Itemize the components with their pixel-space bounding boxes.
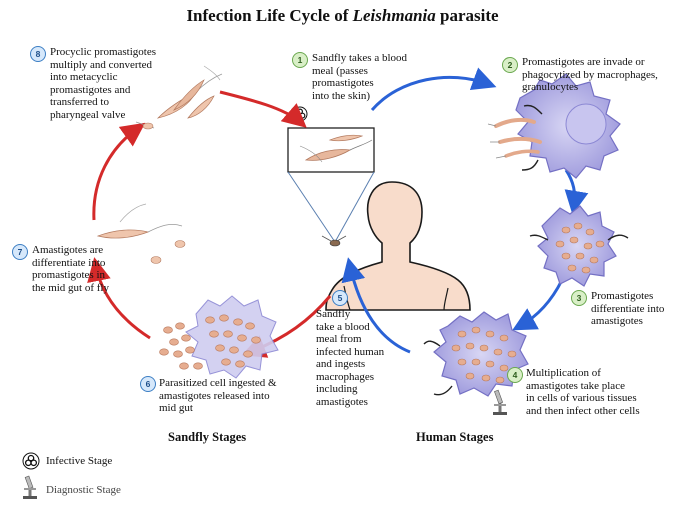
parasitized-cell-ingested: [159, 295, 279, 379]
procyclic-promastigotes: [135, 65, 223, 130]
microscope-icon: [493, 389, 507, 415]
step-5-line: meal from: [316, 333, 362, 345]
human-silhouette: [325, 181, 471, 311]
step-2-line: phagocytized by macrophages,: [522, 68, 658, 81]
step-8-line: Procyclic promastigotes: [50, 46, 157, 58]
step-3-badge: 3: [571, 290, 587, 306]
step-2-line: granulocytes: [522, 81, 579, 93]
step-5-text: Sandfly take a blood meal from infected …: [316, 308, 411, 408]
human-stage-arrows: [341, 67, 589, 354]
step-2-text: Promastigotes are invade or phagocytized…: [522, 56, 682, 94]
step-8-line: transferred to: [50, 96, 109, 108]
differentiating-promastigotes: [96, 203, 186, 264]
step-7-line: differentiate into: [32, 256, 106, 269]
bite-site-inset: [287, 127, 375, 247]
step-7-text: Amastigotes are differentiate into proma…: [32, 244, 142, 294]
step-4-text: Multiplication of amastigotes take place…: [526, 367, 681, 417]
step-3-line: Promastigotes: [591, 290, 654, 302]
step-8-line: pharyngeal valve: [50, 108, 126, 121]
step-3-line: amastigotes: [591, 315, 643, 327]
diagram-title: Infection Life Cycle of Leishmania paras…: [0, 6, 685, 26]
step-1-line: meal (passes: [312, 64, 368, 77]
step-7-line: promastigotes in: [32, 269, 106, 281]
step-8-badge: 8: [30, 46, 46, 62]
human-stages-label: Human Stages: [416, 430, 494, 444]
step-5-line: take a blood: [316, 320, 370, 333]
infected-macrophage: [529, 205, 629, 287]
step-5-line: amastigotes: [316, 395, 368, 408]
step-8-text: Procyclic promastigotes multiply and con…: [50, 46, 180, 121]
title-suffix: parasite: [435, 6, 499, 25]
step-1-line: Sandfly takes a blood: [312, 52, 408, 64]
sandfly-stages-label: Sandfly Stages: [168, 430, 247, 444]
step-1-badge: 1: [292, 52, 308, 68]
step-8-line: into metacyclic: [50, 71, 118, 83]
step-1-line: promastigotes: [312, 77, 374, 89]
step-5-line: macrophages: [316, 370, 375, 383]
step-6-text: Parasitized cell ingested & amastigotes …: [159, 377, 309, 415]
legend-biohazard-icon: [22, 452, 40, 470]
step-6-badge: 6: [140, 376, 156, 392]
step-4-badge: 4: [507, 367, 523, 383]
multiplying-infected-cells: [423, 311, 529, 397]
title-prefix: Infection Life Cycle of: [186, 6, 353, 25]
legend-infective-label: Infective Stage: [46, 455, 113, 467]
macrophage-phagocytosis: [487, 73, 621, 179]
step-4-line: amastigotes take place: [526, 379, 625, 392]
step-5-badge: 5: [332, 290, 348, 306]
legend-diagnostic-label: Diagnostic Stage: [46, 484, 121, 496]
step-7-line: the mid gut of fly: [32, 281, 109, 294]
step-6-line: amastigotes released into: [159, 389, 270, 402]
step-3-text: Promastigotes differentiate into amastig…: [591, 290, 683, 328]
step-3-line: differentiate into: [591, 302, 665, 315]
legend-microscope-icon: [23, 475, 37, 499]
step-5-line: infected human: [316, 345, 385, 358]
step-1-text: Sandfly takes a blood meal (passes proma…: [312, 52, 432, 102]
step-2-badge: 2: [502, 57, 518, 73]
step-8-line: promastigotes and: [50, 83, 131, 96]
step-4-line: and then infect other cells: [526, 404, 640, 417]
step-5-line: Sandfly: [316, 308, 351, 320]
step-8-line: multiply and converted: [50, 58, 153, 71]
step-5-line: and ingests: [316, 358, 366, 370]
step-6-line: Parasitized cell ingested &: [159, 377, 277, 389]
step-7-badge: 7: [12, 244, 28, 260]
title-genus: Leishmania: [352, 6, 436, 25]
step-6-line: mid gut: [159, 402, 193, 414]
step-4-line: Multiplication of: [526, 367, 601, 379]
step-5-line: including: [316, 383, 358, 395]
step-7-line: Amastigotes are: [32, 244, 104, 256]
step-1-line: into the skin): [312, 89, 371, 102]
step-2-line: Promastigotes are invade or: [522, 56, 645, 68]
step-4-line: in cells of various tissues: [526, 392, 637, 404]
